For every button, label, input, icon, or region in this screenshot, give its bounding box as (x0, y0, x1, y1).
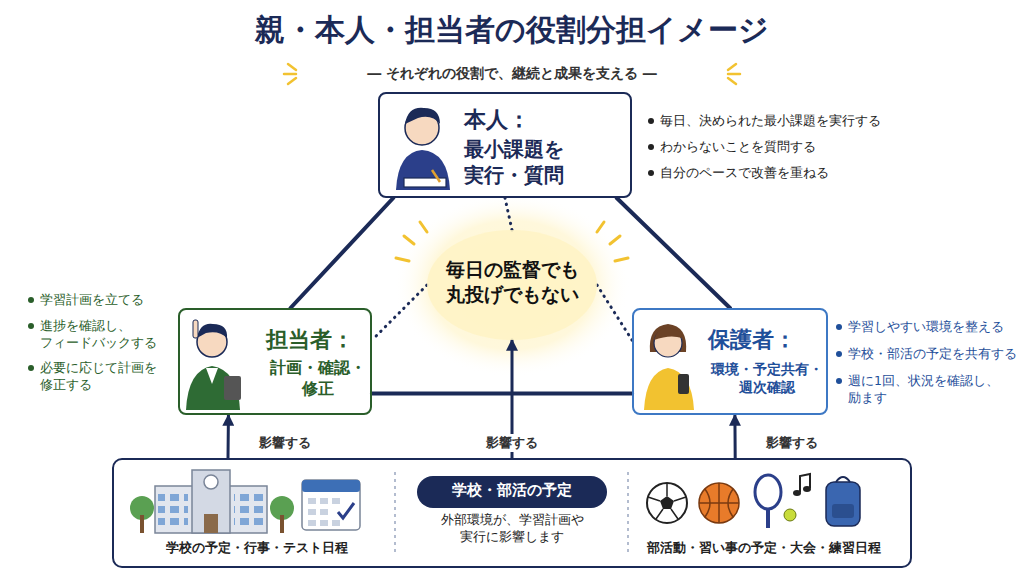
caption: ― それぞれの役割で、継続と成果を支える ― (262, 64, 762, 82)
schedule-band: 学校の予定・行事・テスト日程外部環境が、学習計画や 実行に影響します部活動・習い… (112, 458, 912, 568)
triangle-side (291, 198, 394, 308)
school-icon (130, 470, 294, 533)
parent-figure (644, 324, 694, 410)
bullet-note: 学習しやすい環境を整える (834, 319, 1024, 336)
bullet-note: 週に1回、状況を確認し、 励ます (834, 373, 1024, 407)
node-text: 学校の予定・行事・テスト日程 (122, 540, 392, 556)
node-text: 最小課題を 実行・質問 (464, 136, 588, 188)
bullet-note: 必要に応じて計画を 修正する (26, 360, 186, 394)
role-box: 本人：最小課題を 実行・質問 (378, 92, 632, 198)
role-box: 保護者： 環境・予定共有・ 週次確認 (632, 308, 828, 415)
influence-arrow (733, 415, 736, 458)
node-text: 担当者： (266, 326, 370, 355)
bullet-note: 学習計画を立てる (26, 292, 186, 309)
dotted-connector (597, 285, 632, 340)
node-text: 毎日の監督でも 丸投げでもない (427, 257, 597, 306)
edge-label: 影響する (763, 434, 821, 452)
calendar-icon (302, 480, 360, 530)
node-text: 本人： (464, 106, 624, 135)
bullet-note: わからないことを質問する (646, 139, 960, 156)
node-text: 部活動・習い事の予定・大会・練習日程 (622, 540, 906, 556)
bullet-note: 自分のペースで改善を重ねる (646, 165, 960, 182)
node-text: 外部環境が、学習計画や 実行に影響します (404, 512, 620, 546)
node-text: 環境・予定共有・ 週次確認 (708, 360, 826, 396)
role-box: 担当者： 計画・確認・ 修正 (178, 308, 372, 415)
node-text: 保護者： (708, 326, 826, 355)
student-figure (396, 108, 450, 190)
ellipse-fill (427, 230, 597, 340)
dotted-connector (372, 285, 427, 340)
bullet-note: 進捗を確認し、 フィードバックする (26, 318, 186, 352)
sports-icons (647, 474, 860, 528)
separator (395, 472, 628, 555)
node-text: 学校・部活の予定 (417, 481, 607, 501)
influence-arrow (227, 415, 230, 458)
center-ellipse: 毎日の監督でも 丸投げでもない (427, 230, 597, 340)
bullet-note: 毎日、決められた最小課題を実行する (646, 113, 960, 130)
staff-figure (186, 320, 241, 410)
dotted-connector (505, 198, 512, 230)
title: 親・本人・担当者の役割分担イメージ (112, 10, 912, 49)
triangle-side (617, 198, 730, 308)
edge-label: 影響する (256, 434, 314, 452)
node-text: 計画・確認・ 修正 (266, 358, 370, 400)
schedule-pill: 学校・部活の予定 (417, 476, 607, 508)
edge-label: 影響する (483, 434, 541, 452)
bullet-note: 学校・部活の予定を共有する (834, 346, 1024, 363)
triangle-side (372, 392, 632, 396)
